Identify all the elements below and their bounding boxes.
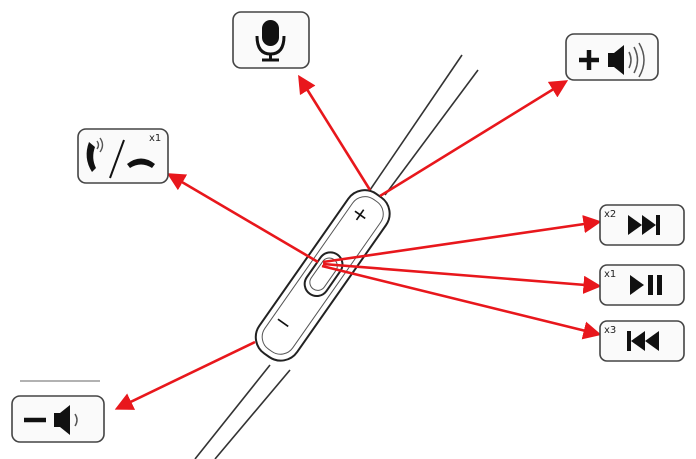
previous-track-icon xyxy=(627,331,659,351)
arrow-previous-track xyxy=(321,264,602,340)
callout-next-track: x2 xyxy=(599,204,685,246)
callout-answer-end-call: x1 xyxy=(77,128,169,184)
arrow-next-track xyxy=(322,215,602,264)
label-next-track: x2 xyxy=(604,209,616,220)
callout-play-pause: x1 xyxy=(599,264,685,306)
remote-center-button[interactable] xyxy=(300,248,347,301)
label-previous-track: x3 xyxy=(604,325,616,336)
play-pause-icon xyxy=(630,275,662,295)
microphone-icon xyxy=(255,20,286,62)
arrow-answer-end-call xyxy=(166,173,319,264)
callout-volume-down xyxy=(11,380,105,443)
label-play-pause: x1 xyxy=(604,269,616,280)
volume-up-icon xyxy=(579,42,645,78)
inline-remote xyxy=(254,189,391,362)
arrow-microphone xyxy=(298,74,372,191)
next-track-icon xyxy=(628,215,660,235)
arrow-play-pause xyxy=(322,262,602,294)
phone-answer-end-icon xyxy=(86,137,155,179)
headset-cable xyxy=(194,54,479,459)
callout-previous-track: x3 xyxy=(599,320,685,362)
callout-microphone xyxy=(232,11,310,69)
arrow-volume-up xyxy=(379,80,569,198)
label-answer-end-call: x1 xyxy=(149,133,161,144)
arrow-volume-down xyxy=(114,340,256,410)
callout-arrows xyxy=(114,74,602,410)
volume-down-icon xyxy=(24,405,78,435)
callout-volume-up xyxy=(565,33,659,81)
